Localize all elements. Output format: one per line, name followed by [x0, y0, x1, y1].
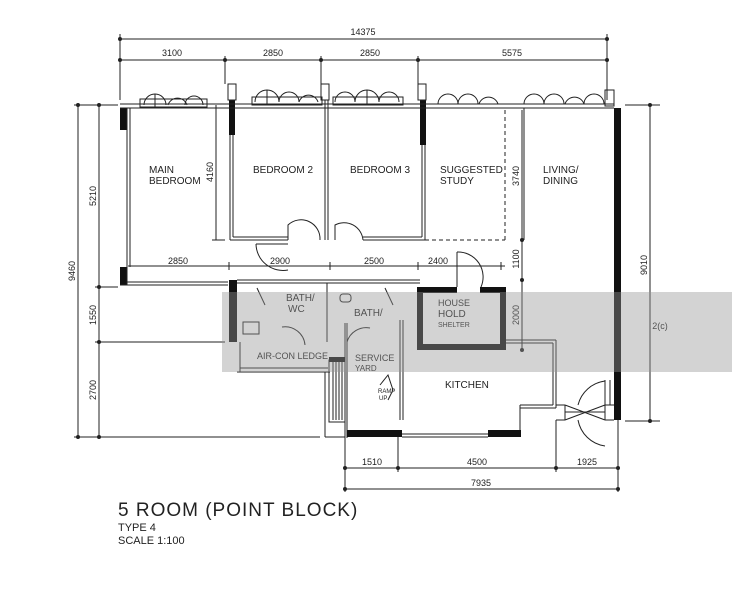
- room-bedroom-2: BEDROOM 2: [253, 165, 313, 176]
- dim-left-1: 5210: [88, 186, 98, 206]
- ramp-label-line2: UP: [379, 396, 387, 402]
- plan-scale: SCALE 1:100: [118, 535, 185, 547]
- room-shelter-line2: HOLD: [438, 309, 466, 320]
- dim-bottom-2: 4500: [467, 457, 487, 467]
- room-bedroom-3: BEDROOM 3: [350, 165, 410, 176]
- room-service-line1: SERVICE: [355, 353, 394, 363]
- room-bath: BATH/: [354, 308, 383, 319]
- toilet-icon: [339, 293, 352, 303]
- dim-top-3: 2850: [360, 48, 380, 58]
- plan-title: 5 ROOM (POINT BLOCK): [118, 500, 359, 521]
- dim-top-1: 3100: [162, 48, 182, 58]
- dim-main-bed-width: 2850: [168, 256, 188, 266]
- room-study-line1: SUGGESTED: [440, 165, 503, 176]
- dim-top-4: 5575: [502, 48, 522, 58]
- dim-bottom-3: 1925: [577, 457, 597, 467]
- dim-top-total: 14375: [350, 27, 375, 37]
- dim-bottom-total: 7935: [471, 478, 491, 488]
- window-casements: [139, 83, 615, 108]
- stairs-icon: [328, 357, 346, 423]
- right-dimension-lines: [625, 103, 660, 423]
- dim-right-total: 9010: [639, 255, 649, 275]
- room-aircon-ledge: AIR-CON LEDGE: [257, 351, 328, 361]
- dim-bedroom2-height: 4160: [205, 162, 215, 182]
- room-shelter-line3: SHELTER: [438, 322, 470, 329]
- door-swings: [255, 219, 606, 447]
- dim-corridor-height: 1100: [511, 249, 521, 268]
- dim-shelter-height: 2000: [511, 305, 521, 325]
- bottom-dimension-lines: [343, 420, 620, 492]
- title-block: 5 ROOM (POINT BLOCK) TYPE 4 SCALE 1:100: [118, 500, 358, 548]
- basin-icon: [242, 321, 260, 335]
- dim-right-label: 2(c): [652, 321, 668, 331]
- dim-corridor-w2: 2500: [364, 256, 384, 266]
- dim-bottom-1: 1510: [362, 457, 382, 467]
- ramp-icon: [379, 373, 394, 401]
- top-dimension-lines: [118, 34, 609, 100]
- walls: [120, 100, 621, 438]
- dim-study-height: 3740: [511, 166, 521, 186]
- room-main-bedroom-line1: MAIN: [149, 165, 174, 176]
- room-kitchen: KITCHEN: [445, 380, 489, 391]
- dim-corridor-w1: 2900: [270, 256, 290, 266]
- left-dimension-lines: [74, 103, 320, 439]
- plan-type: TYPE 4: [118, 522, 156, 534]
- dim-corridor-w3: 2400: [428, 256, 448, 266]
- room-bath-wc-line2: WC: [288, 304, 305, 315]
- room-study-line2: STUDY: [440, 176, 474, 187]
- ramp-label-line1: RAMP: [378, 389, 395, 395]
- room-bath-wc-line1: BATH/: [286, 293, 315, 304]
- interior-dimension-lines: [128, 105, 524, 352]
- dim-top-2: 2850: [263, 48, 283, 58]
- room-living-line2: DINING: [543, 176, 578, 187]
- dim-left-3: 2700: [88, 380, 98, 400]
- fixtures: [242, 293, 394, 401]
- room-shelter-line1: HOUSE: [438, 298, 470, 308]
- room-main-bedroom-line2: BEDROOM: [149, 176, 201, 187]
- watermark-band: [222, 292, 732, 372]
- room-service-line2: YARD: [355, 364, 377, 373]
- dim-left-2: 1550: [88, 305, 98, 325]
- dim-left-total: 9460: [67, 261, 77, 281]
- room-living-line1: LIVING/: [543, 165, 579, 176]
